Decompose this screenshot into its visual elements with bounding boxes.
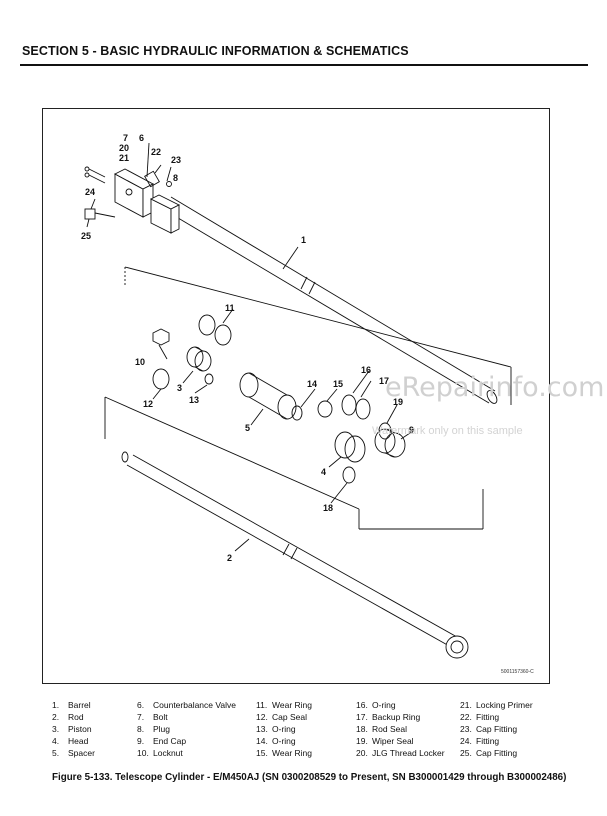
barrel-part bbox=[162, 196, 498, 404]
callout-22: 22 bbox=[151, 147, 161, 157]
callout-24: 24 bbox=[85, 187, 95, 197]
legend-item: 1.Barrel bbox=[52, 700, 91, 710]
piston-part bbox=[186, 346, 212, 372]
legend-item: 24.Fitting bbox=[460, 736, 500, 746]
legend-item: 2.Rod bbox=[52, 712, 84, 722]
legend-item: 20.JLG Thread Locker bbox=[356, 748, 445, 758]
callout-2: 2 bbox=[227, 553, 232, 563]
head-part bbox=[334, 431, 366, 463]
section-header: SECTION 5 - BASIC HYDRAULIC INFORMATION … bbox=[22, 44, 409, 58]
barrel-end-block bbox=[149, 194, 181, 234]
callout-5: 5 bbox=[245, 423, 250, 433]
callout-23: 23 bbox=[171, 155, 181, 165]
legend-item: 17.Backup Ring bbox=[356, 712, 421, 722]
legend-item: 3.Piston bbox=[52, 724, 92, 734]
legend-item: 21.Locking Primer bbox=[460, 700, 533, 710]
legend-item: 15.Wear Ring bbox=[256, 748, 312, 758]
callout-21: 21 bbox=[119, 153, 129, 163]
callout-12: 12 bbox=[143, 399, 153, 409]
legend-item: 8.Plug bbox=[137, 724, 171, 734]
legend-item: 12.Cap Seal bbox=[256, 712, 307, 722]
callout-8: 8 bbox=[173, 173, 178, 183]
callout-15: 15 bbox=[333, 379, 343, 389]
callout-1: 1 bbox=[301, 235, 306, 245]
legend-item: 7.Bolt bbox=[137, 712, 168, 722]
callout-4: 4 bbox=[321, 467, 326, 477]
callout-3: 3 bbox=[177, 383, 182, 393]
counterbalance-valve-part bbox=[114, 168, 154, 218]
legend-item: 11.Wear Ring bbox=[256, 700, 312, 710]
legend-item: 14.O-ring bbox=[256, 736, 296, 746]
legend-item: 23.Cap Fitting bbox=[460, 724, 518, 734]
end-cap-part bbox=[374, 428, 406, 458]
legend-item: 19.Wiper Seal bbox=[356, 736, 414, 746]
legend-item: 5.Spacer bbox=[52, 748, 95, 758]
legend-item: 4.Head bbox=[52, 736, 89, 746]
legend-item: 22.Fitting bbox=[460, 712, 500, 722]
figure-id-code: 5001157360-C bbox=[501, 669, 534, 675]
legend-item: 25.Cap Fitting bbox=[460, 748, 518, 758]
exploded-view-figure: 1 2 3 4 5 6 7 8 9 10 11 12 13 14 15 16 1… bbox=[42, 108, 550, 684]
figure-caption: Figure 5-133. Telescope Cylinder - E/M45… bbox=[52, 772, 567, 783]
legend-item: 16.O-ring bbox=[356, 700, 396, 710]
callout-10: 10 bbox=[135, 357, 145, 367]
rod-part bbox=[121, 451, 469, 659]
callout-19: 19 bbox=[393, 397, 403, 407]
header-rule bbox=[20, 64, 588, 66]
callout-16: 16 bbox=[361, 365, 371, 375]
callout-9: 9 bbox=[409, 425, 414, 435]
callout-18: 18 bbox=[323, 503, 333, 513]
spacer-part bbox=[239, 372, 297, 420]
legend-item: 10.Locknut bbox=[137, 748, 183, 758]
parts-legend: 1.Barrel 2.Rod 3.Piston 4.Head 5.Spacer … bbox=[0, 700, 607, 764]
callout-13: 13 bbox=[189, 395, 199, 405]
callout-20: 20 bbox=[119, 143, 129, 153]
legend-item: 9.End Cap bbox=[137, 736, 187, 746]
callout-11: 11 bbox=[225, 303, 235, 313]
callout-6: 6 bbox=[139, 133, 144, 143]
callout-17: 17 bbox=[379, 376, 389, 386]
legend-item: 13.O-ring bbox=[256, 724, 296, 734]
legend-item: 18.Rod Seal bbox=[356, 724, 407, 734]
callout-7: 7 bbox=[123, 133, 128, 143]
callout-25: 25 bbox=[81, 231, 91, 241]
telescope-cylinder-drawing: 1 2 3 4 5 6 7 8 9 10 11 12 13 14 15 16 1… bbox=[81, 133, 534, 675]
callout-14: 14 bbox=[307, 379, 317, 389]
legend-item: 6.Counterbalance Valve bbox=[137, 700, 237, 710]
